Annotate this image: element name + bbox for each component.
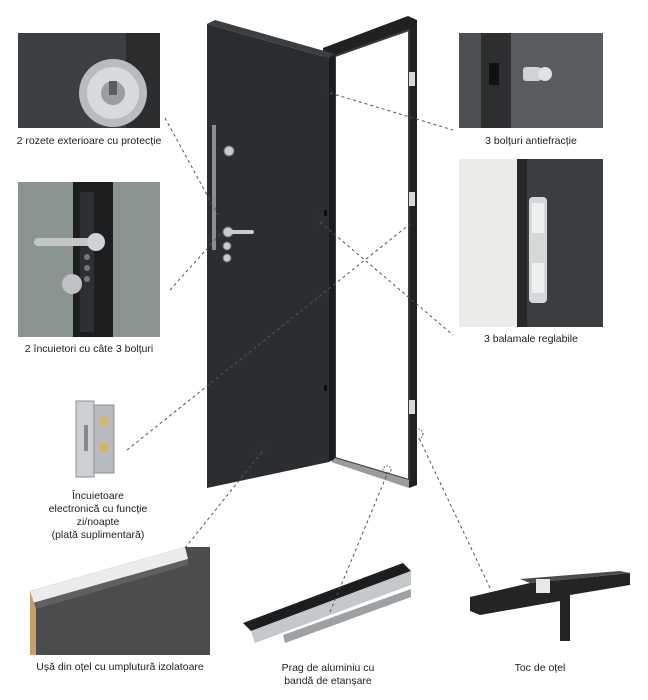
- frame-caption: Toc de oțel: [514, 662, 566, 674]
- bolts-photo: [459, 33, 603, 128]
- electric-lock-caption-line4: (plată suplimentară): [51, 529, 145, 541]
- locks-caption: 2 încuietori cu câte 3 bolțuri: [24, 343, 154, 355]
- threshold-caption-line1: Prag de aluminiu cu: [281, 662, 375, 674]
- bolts-caption: 3 bolțuri antiefracție: [485, 135, 577, 147]
- threshold-photo: [243, 563, 411, 643]
- hinges-photo: [459, 159, 603, 327]
- door-panel-photo: [30, 545, 210, 655]
- electric-lock-caption-line2: electronică cu funcție: [48, 503, 148, 515]
- hinges-caption: 3 balamale reglabile: [484, 333, 578, 345]
- frame-photo: [470, 571, 632, 641]
- door-illustration: [195, 10, 435, 500]
- electric-lock-photo: [70, 395, 122, 483]
- threshold-caption-line2: bandă de etanșare: [284, 675, 372, 687]
- locks-photo: [18, 182, 160, 337]
- rosette-photo: [18, 33, 160, 128]
- door-panel-caption: Ușă din oțel cu umplutură izolatoare: [36, 661, 204, 673]
- electric-lock-caption-line3: zi/noapte: [76, 516, 120, 528]
- electric-lock-caption-line1: Încuietoare: [72, 490, 124, 502]
- rosettes-caption: 2 rozete exterioare cu protecție: [16, 135, 162, 147]
